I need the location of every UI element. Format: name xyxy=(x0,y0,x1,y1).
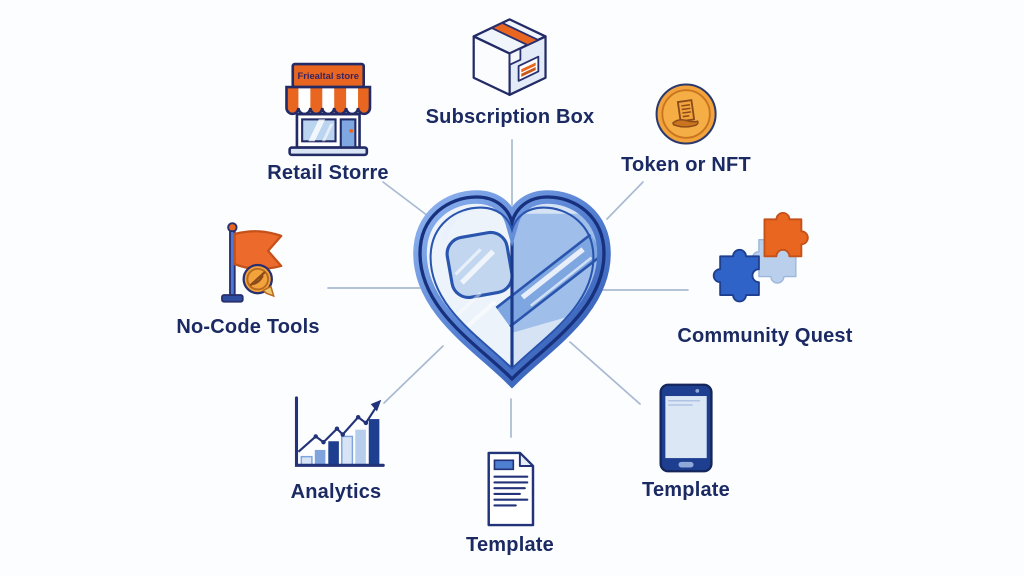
coin-icon xyxy=(655,83,717,145)
store-sign-text: Friealtal store xyxy=(297,70,358,81)
connector-bottom-right xyxy=(569,341,641,405)
heart-icon xyxy=(413,190,611,389)
node-template-device: Template xyxy=(642,381,730,502)
node-token-nft: Token or NFT xyxy=(621,78,751,177)
connector-top-left xyxy=(382,181,433,220)
node-retail-store: Friealtal store Retail Storre xyxy=(267,62,389,185)
node-community-quest: Community Quest xyxy=(677,210,852,348)
bar-chart-icon xyxy=(294,396,385,467)
node-label: Retail Storre xyxy=(267,162,389,184)
flag-medal-icon xyxy=(220,222,283,303)
node-template-doc: Template xyxy=(466,448,554,557)
node-subscription-box: Subscription Box xyxy=(426,14,595,129)
node-label: Template xyxy=(466,534,554,556)
node-label: Token or NFT xyxy=(621,154,751,176)
connector-bottom-left xyxy=(383,345,444,404)
document-icon xyxy=(487,451,535,527)
node-label: Community Quest xyxy=(677,325,853,347)
node-analytics: Analytics xyxy=(283,392,389,504)
connector-top-right xyxy=(606,181,644,220)
puzzle-pieces-icon xyxy=(712,211,809,303)
center-heart xyxy=(397,174,627,404)
package-box-icon xyxy=(472,18,548,96)
node-label: No-Code Tools xyxy=(176,316,320,338)
node-no-code-tools: No-Code Tools xyxy=(176,218,319,339)
node-label: Template xyxy=(642,479,730,501)
storefront-icon: Friealtal store xyxy=(284,62,372,157)
tablet-icon xyxy=(659,383,713,473)
node-label: Analytics xyxy=(290,481,382,503)
node-label: Subscription Box xyxy=(425,106,595,128)
